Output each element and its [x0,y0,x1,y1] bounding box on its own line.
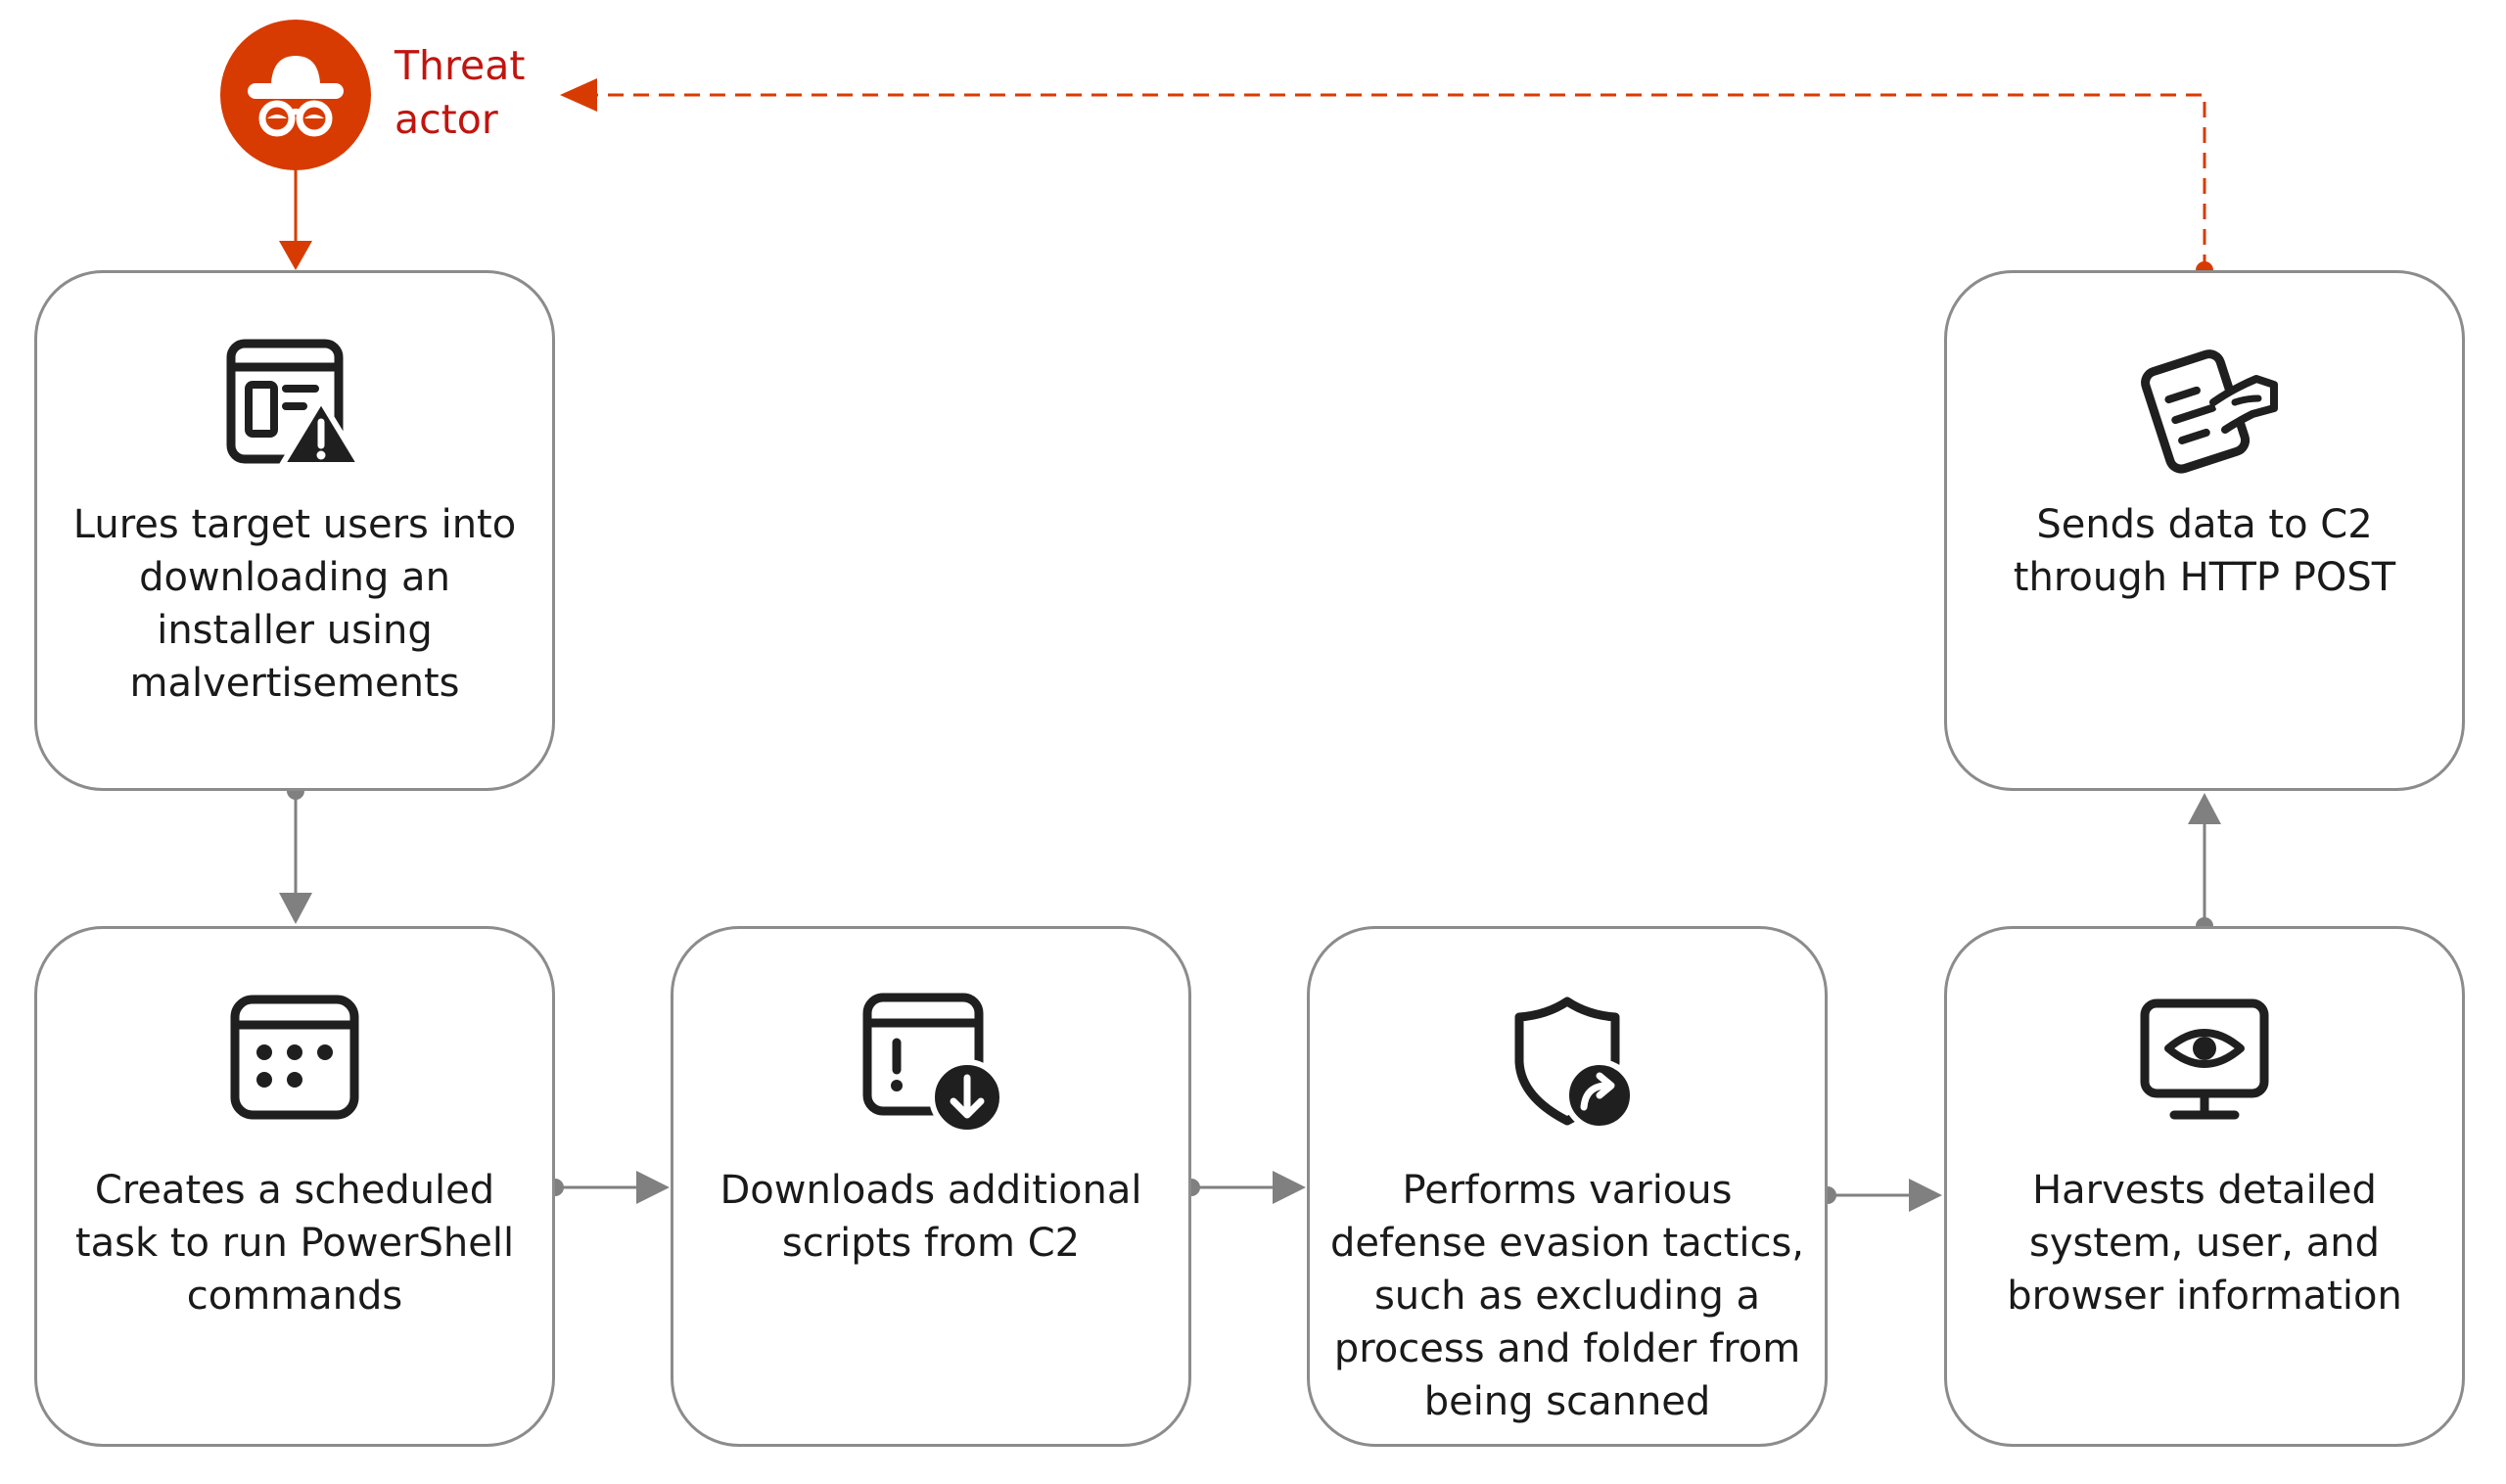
step-harvests-text: Harvests detailed system, user, and brow… [1965,1164,2444,1322]
threat-actor-label: Threat actor [394,39,610,147]
step-text-line: commands [186,1274,403,1319]
step-text-line: Downloads additional [719,1168,1142,1213]
window-download-icon [858,988,1004,1135]
step-text-line: installer using [157,608,433,653]
step-harvests-box: Harvests detailed system, user, and brow… [1944,926,2465,1447]
step-text-line: Lures target users into [72,502,517,547]
monitor-eye-icon [2131,988,2278,1135]
step-lures-box: Lures target users into downloading an i… [34,270,555,791]
arrow-lures-to-creates [279,782,312,924]
web-window-warning-icon [221,334,368,481]
threat-actor-label-line: Threat [394,42,526,89]
threat-actor-label-line: actor [394,96,498,143]
step-lures-text: Lures target users into downloading an i… [55,498,534,710]
calendar-icon [221,988,368,1135]
step-text-line: Sends data to C2 [2036,502,2373,547]
step-text-line: system, user, and [2029,1221,2380,1266]
step-text-line: task to run PowerShell [74,1221,515,1266]
step-text-line: Harvests detailed [2032,1168,2377,1213]
step-text-line: malvertisements [129,661,460,706]
step-sends-text: Sends data to C2 through HTTP POST [1965,498,2444,604]
step-text-line: through HTTP POST [2013,555,2396,600]
shield-redirect-icon [1494,988,1641,1135]
arrow-sends-to-actor [560,78,2213,279]
step-sends-box: Sends data to C2 through HTTP POST [1944,270,2465,791]
step-text-line: Creates a scheduled [94,1168,495,1213]
step-downloads-text: Downloads additional scripts from C2 [691,1164,1171,1270]
arrow-performs-to-harvests [1819,1179,1942,1212]
step-text-line: being scanned [1423,1379,1711,1424]
arrow-harvests-to-sends [2188,793,2221,935]
spy-incognito-icon [248,56,344,137]
step-performs-box: Performs various defense evasion tactics… [1307,926,1828,1447]
arrow-actor-to-lures [279,168,312,270]
step-text-line: scripts from C2 [781,1221,1081,1266]
step-text-line: Performs various [1402,1168,1733,1213]
step-creates-box: Creates a scheduled task to run PowerShe… [34,926,555,1447]
step-performs-text: Performs various defense evasion tactics… [1327,1164,1807,1428]
step-text-line: process and folder from [1333,1326,1801,1371]
threat-actor-badge [220,20,371,170]
arrow-downloads-to-performs [1183,1171,1306,1204]
step-downloads-box: Downloads additional scripts from C2 [671,926,1191,1447]
step-text-line: defense evasion tactics, [1329,1221,1805,1266]
step-text-line: such as excluding a [1373,1274,1761,1319]
step-creates-text: Creates a scheduled task to run PowerShe… [55,1164,534,1322]
step-text-line: browser information [2007,1274,2402,1319]
arrow-creates-to-downloads [546,1171,670,1204]
step-text-line: downloading an [139,555,450,600]
document-send-icon [2131,334,2278,481]
